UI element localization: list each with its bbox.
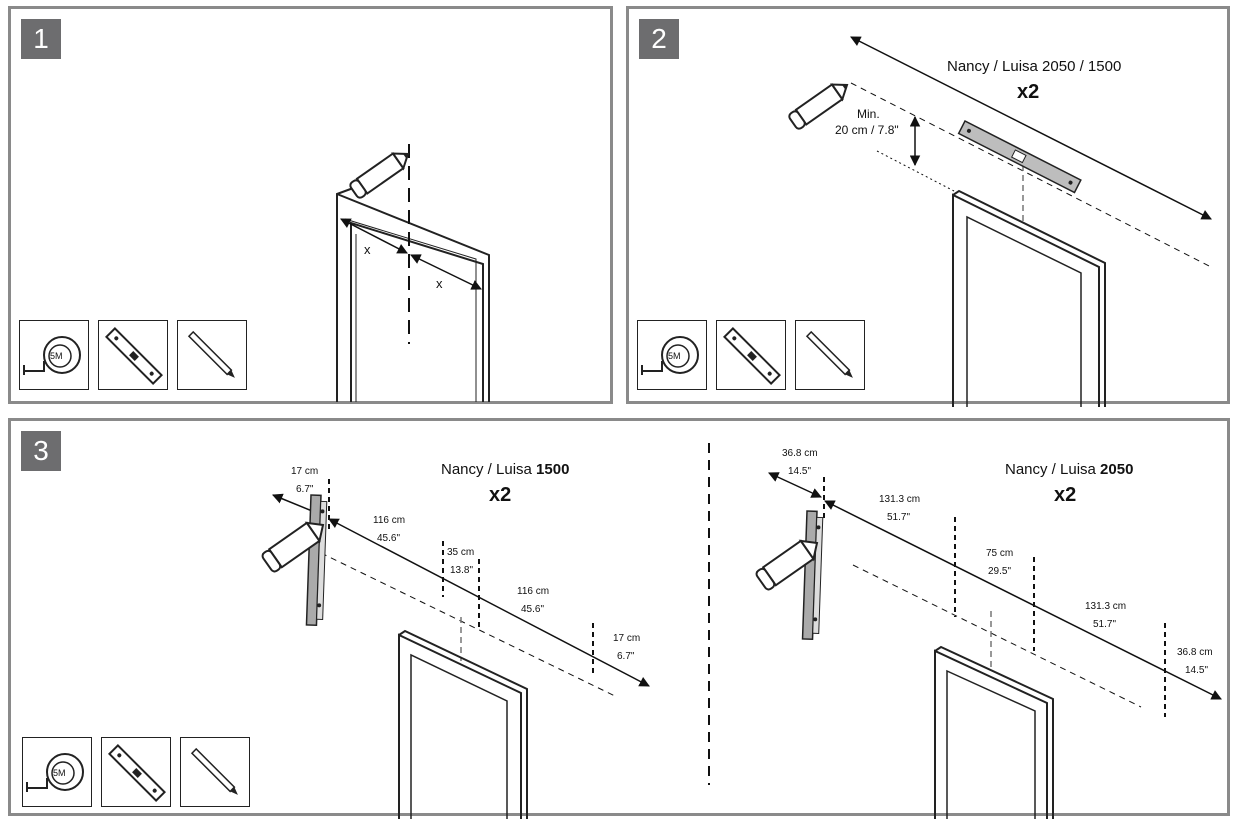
tape-measure-label: 5M — [668, 351, 681, 361]
rail-model-title: Nancy / Luisa 2050 / 1500 — [947, 58, 1122, 75]
door-frame — [336, 186, 490, 402]
dim-1500-4-cm: 116 cm — [517, 586, 550, 597]
spirit-level — [957, 119, 1082, 194]
step-number-2: 2 — [639, 19, 679, 59]
tape-measure-label: 5M — [53, 768, 66, 778]
tool-spirit-level — [716, 320, 786, 390]
tool-tape-measure: 5M — [637, 320, 707, 390]
step-number-1: 1 — [21, 19, 61, 59]
dim-1500-2-in: 45.6" — [377, 533, 401, 544]
panel-step-3: 3 — [8, 418, 1230, 819]
variant-1500 — [261, 479, 650, 819]
pencil-icon — [788, 83, 849, 130]
tool-pencil — [177, 320, 247, 390]
dimension-arrow-right — [410, 254, 482, 290]
tool-spirit-level — [98, 320, 168, 390]
rail-length-arrow — [850, 36, 1212, 220]
dim-2050-1-in: 14.5" — [788, 466, 812, 477]
door-frame — [952, 189, 1106, 407]
step-number-3: 3 — [21, 431, 61, 471]
dim-1500-1-cm: 17 cm — [291, 466, 319, 477]
dim-2050-3-cm: 75 cm — [986, 548, 1014, 559]
bracket — [305, 494, 328, 627]
tool-tape-measure: 5M — [22, 737, 92, 807]
pencil-icon — [755, 539, 819, 591]
title-size: 1500 — [536, 461, 570, 478]
title-prefix: Nancy / Luisa — [1005, 461, 1101, 478]
bracket-positions-illustration — [261, 443, 1222, 819]
tool-spirit-level — [101, 737, 171, 807]
door-frame-marking-illustration — [336, 144, 490, 402]
dim-2050-4-in: 51.7" — [1093, 619, 1117, 630]
tool-tape-measure: 5M — [19, 320, 89, 390]
door-frame — [934, 645, 1054, 819]
dim-2050-4-cm: 131.3 cm — [1085, 601, 1127, 612]
dim-2050-5-in: 14.5" — [1185, 665, 1209, 676]
dim-2050-2-in: 51.7" — [887, 512, 911, 523]
dim-1500-1-in: 6.7" — [296, 484, 314, 495]
rail-model-title-2050: Nancy / Luisa 2050 — [1005, 461, 1133, 478]
dim-2050-5-cm: 36.8 cm — [1177, 647, 1213, 658]
title-size: 2050 — [1100, 461, 1134, 478]
bracket — [801, 510, 824, 641]
tape-measure-label: 5M — [50, 351, 63, 361]
x-label-left: x — [364, 242, 371, 257]
tool-pencil — [795, 320, 865, 390]
dim-1500-3-in: 13.8" — [450, 565, 474, 576]
quantity-label-2050: x2 — [1054, 484, 1077, 506]
dimension-arrow-left — [340, 218, 408, 254]
dim-1500-5-in: 6.7" — [617, 651, 635, 662]
panel-step-2: 2 Nancy / Luisa 2050 / 1500 x2 Min. 20 c… — [626, 6, 1230, 407]
door-frame — [398, 629, 528, 819]
dim-1500-4-in: 45.6" — [521, 604, 545, 615]
min-distance-value: 20 cm / 7.8" — [835, 123, 899, 137]
mark-line-dashed — [850, 82, 1210, 267]
title-prefix: Nancy / Luisa — [441, 461, 537, 478]
variant-2050 — [755, 472, 1222, 819]
quantity-label: x2 — [1017, 81, 1040, 103]
min-distance-label: Min. — [857, 107, 880, 121]
quantity-label-1500: x2 — [489, 484, 512, 506]
level-marking-illustration — [788, 36, 1212, 407]
dim-1500-3-cm: 35 cm — [447, 547, 475, 558]
pencil-icon — [261, 521, 325, 573]
dim-1500-5-cm: 17 cm — [613, 633, 641, 644]
dim-2050-2-cm: 131.3 cm — [879, 494, 921, 505]
tool-pencil — [180, 737, 250, 807]
x-label-right: x — [436, 276, 443, 291]
pencil-icon — [349, 152, 410, 199]
dim-2050-1-cm: 36.8 cm — [782, 448, 818, 459]
dim-1500-2-cm: 116 cm — [373, 515, 406, 526]
dim-2050-3-in: 29.5" — [988, 566, 1012, 577]
rail-model-title-1500: Nancy / Luisa 1500 — [441, 461, 569, 478]
panel-step-1: 1 x x 5M — [8, 6, 613, 404]
